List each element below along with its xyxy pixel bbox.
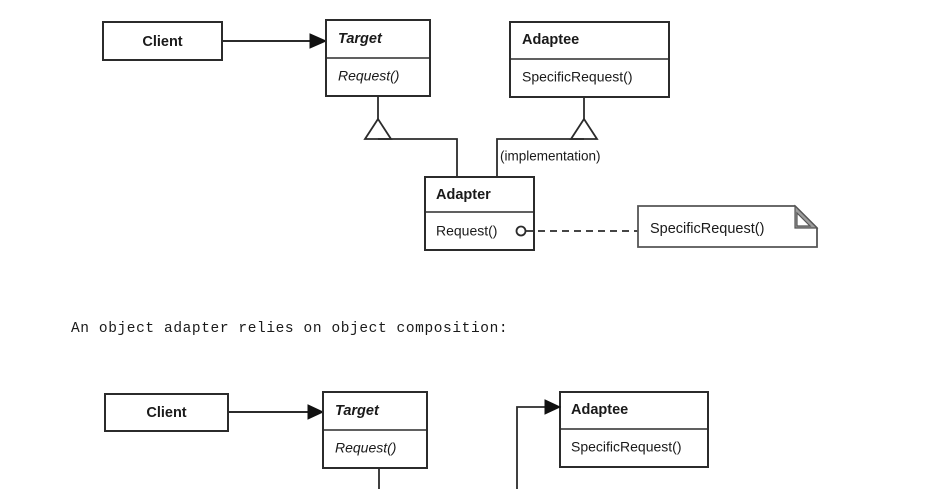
arrowhead-icon [309, 33, 328, 49]
adapter-box-rect [424, 176, 535, 251]
assoc-client-to-target-top [222, 33, 328, 49]
note-box-shape [637, 205, 818, 248]
client-box-rect [102, 21, 223, 61]
target-operation-0: Request() [338, 68, 399, 84]
adaptee-operation-0: SpecificRequest() [522, 69, 633, 85]
client-box-rect [104, 393, 229, 432]
adaptee-class-name: Adaptee [571, 402, 628, 418]
note-fold-inner-icon [796, 211, 812, 227]
gen-elbow-line [378, 138, 458, 177]
implementation-label: (implementation) [500, 149, 601, 164]
client-class-name: Client [142, 34, 182, 50]
assoc-adapter-to-adaptee-bottom [516, 399, 562, 489]
class-box-target-bottom[interactable]: Target Request() [322, 391, 428, 469]
target-class-name: Target [335, 403, 380, 419]
adapter-operation-0: Request() [436, 223, 497, 239]
target-operation-0: Request() [335, 440, 396, 456]
arrowhead-icon [544, 399, 562, 415]
class-box-adapter-top[interactable]: Adapter Request() [424, 176, 535, 251]
generalization-triangle-icon [569, 117, 599, 140]
adaptee-class-name: Adaptee [522, 32, 579, 48]
note-text: SpecificRequest() [650, 221, 764, 237]
arrowhead-icon [307, 404, 325, 420]
gen-elbow-line [496, 138, 584, 177]
client-class-name: Client [146, 405, 186, 421]
target-class-name: Target [338, 31, 383, 47]
note-specific-request[interactable]: SpecificRequest() [637, 204, 819, 248]
body-paragraph: An object adapter relies on object compo… [71, 321, 508, 337]
ball-connector-icon [515, 225, 527, 237]
class-box-client-bottom[interactable]: Client [104, 393, 229, 432]
class-box-adaptee-bottom[interactable]: Adaptee SpecificRequest() [559, 391, 709, 468]
assoc-client-to-target-bottom [228, 404, 325, 420]
assoc-elbow-line [516, 406, 548, 489]
generalization-adapter-to-adaptee [496, 97, 599, 177]
note-anchor-connector [515, 225, 638, 237]
adapter-class-name: Adapter [436, 187, 491, 203]
class-box-client-top[interactable]: Client [102, 21, 223, 61]
generalization-adapter-to-target [363, 96, 458, 177]
generalization-triangle-icon [363, 117, 393, 140]
class-box-target-top[interactable]: Target Request() [325, 19, 431, 97]
class-box-adaptee-top[interactable]: Adaptee SpecificRequest() [509, 21, 670, 98]
adaptee-operation-0: SpecificRequest() [571, 439, 682, 455]
